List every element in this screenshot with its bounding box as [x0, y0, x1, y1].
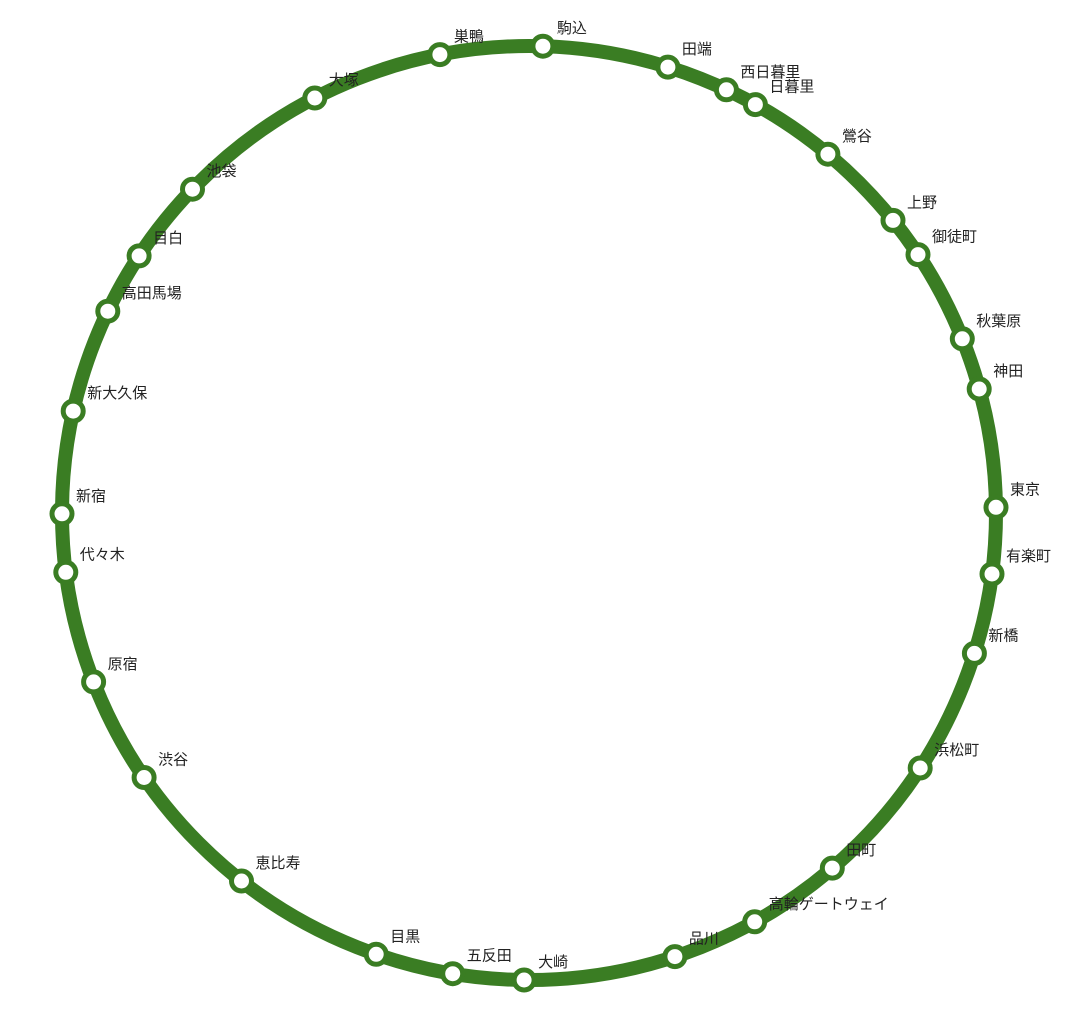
station-marker[interactable]: [880, 207, 906, 233]
station-label: 高田馬場: [122, 284, 182, 302]
station-label: 駒込: [557, 19, 587, 37]
station-label: 目黒: [390, 927, 420, 945]
station-label: 日暮里: [769, 78, 814, 96]
station-marker[interactable]: [905, 242, 931, 268]
station-marker[interactable]: [979, 561, 1005, 587]
station-label: 池袋: [207, 162, 237, 180]
station-marker[interactable]: [983, 494, 1009, 520]
station-label: 巣鴨: [454, 28, 484, 46]
station-label: 上野: [907, 193, 937, 211]
station-marker[interactable]: [742, 92, 768, 118]
station-label: 西日暮里: [740, 63, 800, 81]
station-label: 新宿: [76, 487, 106, 505]
station-label: 田町: [846, 841, 876, 859]
station-label: 大崎: [538, 953, 568, 971]
station-marker[interactable]: [819, 855, 845, 881]
station-label: 大塚: [329, 71, 359, 89]
station-marker[interactable]: [530, 33, 556, 59]
station-label: 御徒町: [932, 228, 977, 246]
station-label: 神田: [993, 362, 1023, 380]
station-marker[interactable]: [511, 967, 537, 993]
station-marker[interactable]: [302, 85, 328, 111]
station-marker[interactable]: [966, 376, 992, 402]
station-marker[interactable]: [53, 559, 79, 585]
station-marker[interactable]: [126, 243, 152, 269]
station-label: 秋葉原: [976, 312, 1021, 330]
station-marker[interactable]: [427, 42, 453, 68]
station-marker[interactable]: [655, 54, 681, 80]
station-marker[interactable]: [81, 669, 107, 695]
station-label: 鶯谷: [842, 127, 872, 145]
station-label: 東京: [1010, 480, 1040, 498]
station-marker[interactable]: [907, 755, 933, 781]
stations-group: 駒込田端西日暮里日暮里鶯谷上野御徒町秋葉原神田東京有楽町新橋浜松町田町高輪ゲート…: [49, 19, 1051, 993]
station-label: 代々木: [80, 545, 125, 563]
station-marker[interactable]: [180, 176, 205, 202]
station-marker[interactable]: [742, 909, 768, 935]
station-marker[interactable]: [961, 640, 987, 666]
station-label: 新橋: [988, 626, 1018, 644]
station-marker[interactable]: [95, 298, 121, 324]
station-marker[interactable]: [662, 944, 688, 970]
station-label: 目白: [153, 229, 183, 247]
station-label: 品川: [689, 930, 719, 948]
station-marker[interactable]: [363, 941, 389, 967]
station-label: 恵比寿: [256, 854, 301, 872]
station-label: 渋谷: [158, 751, 188, 769]
station-label: 浜松町: [934, 741, 979, 759]
station-marker[interactable]: [949, 326, 975, 352]
station-label: 原宿: [108, 655, 138, 673]
station-marker[interactable]: [131, 765, 157, 790]
station-label: 田端: [682, 40, 712, 58]
station-label: 有楽町: [1006, 547, 1051, 565]
station-marker[interactable]: [815, 141, 841, 167]
station-marker[interactable]: [440, 961, 466, 987]
station-marker[interactable]: [60, 398, 86, 424]
station-label: 新大久保: [87, 384, 147, 402]
station-marker[interactable]: [713, 77, 739, 103]
station-marker[interactable]: [49, 501, 75, 527]
station-label: 五反田: [467, 947, 512, 965]
station-label: 高輪ゲートウェイ: [769, 895, 889, 913]
station-marker[interactable]: [229, 868, 254, 894]
